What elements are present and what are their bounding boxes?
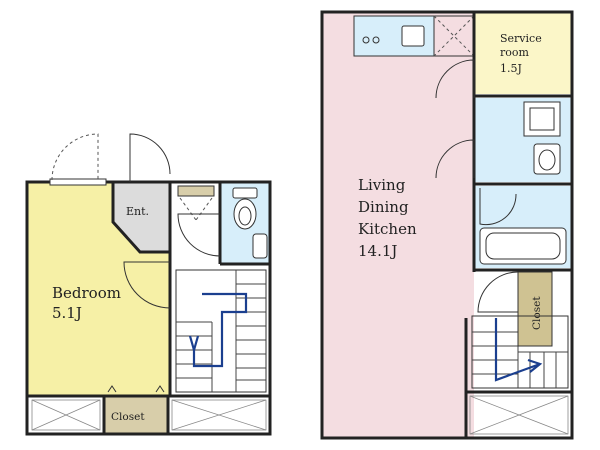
service-room-size: 1.5J: [500, 62, 522, 75]
bedroom-size: 5.1J: [52, 304, 82, 322]
bathtub: [479, 227, 567, 265]
washing-machine-drum: [529, 107, 555, 131]
toilet-tank: [232, 187, 258, 199]
bedroom-door-swing: [123, 261, 171, 309]
bedroom-area: [27, 182, 170, 396]
closet-2f-outline: [517, 271, 553, 347]
toilet-sink: [252, 233, 268, 259]
bathroom-door-swing: [479, 188, 517, 226]
stair-door-swing: [477, 271, 519, 313]
ldk-label-kitchen: Kitchen: [358, 220, 417, 238]
first-floor-outline: [25, 180, 272, 436]
wash-basin-bowl: [538, 149, 556, 171]
closet-1f-label: Closet: [111, 411, 145, 423]
stairs-2f-arrow-head: [527, 358, 543, 373]
first-floor: Bedroom 5.1J Ent. Closet: [25, 133, 272, 436]
shoe-cabinet: [177, 185, 215, 197]
closet-2f-label: Closet: [531, 296, 543, 330]
entrance-door-swing: [129, 133, 171, 182]
balcony-2f: [469, 395, 569, 435]
bedroom-label: Bedroom: [52, 284, 121, 302]
balcony-1f-left: [31, 399, 101, 431]
service-room-label-line2: room: [500, 46, 530, 59]
bedroom-exterior-door-swing: [51, 133, 99, 181]
second-floor: Living Dining Kitchen 14.1J Service room…: [320, 10, 574, 440]
second-floor-outline: [320, 10, 574, 440]
stairs-2f-arrow: [494, 318, 541, 382]
toilet-seat: [238, 206, 252, 226]
closet-2f-area: [518, 272, 552, 346]
stove-burner-1: [362, 36, 370, 44]
service-room-area: [474, 12, 572, 94]
bathtub-inner: [485, 232, 561, 260]
washroom-door-swing: [435, 139, 475, 179]
bedroom-window: [49, 178, 107, 186]
ldk-label-living: Living: [358, 176, 406, 194]
stairs-1f-arrow: [192, 292, 248, 368]
stairs-1f-arrow-head: [188, 335, 200, 355]
closet-1f-door-marks: [107, 385, 165, 393]
washing-machine: [523, 101, 561, 137]
ldk-area: [322, 12, 474, 438]
ldk-size: 14.1J: [358, 242, 397, 260]
ldk-label-dining: Dining: [358, 198, 409, 216]
closet-1f-area: [104, 396, 168, 434]
entrance-label: Ent.: [126, 205, 149, 218]
kitchen-sink: [401, 25, 425, 47]
toilet-bowl: [233, 198, 257, 230]
stairs-1f: [175, 269, 267, 393]
balcony-1f-right: [171, 399, 267, 431]
toilet-door-swing: [177, 213, 221, 257]
service-room-door-swing: [435, 59, 475, 99]
stove-burner-2: [372, 36, 380, 44]
entrance-area: [113, 182, 170, 252]
shoe-cabinet-doors: [179, 197, 213, 221]
entrance-wall: [111, 182, 170, 254]
service-room-label-line1: Service: [500, 32, 542, 45]
